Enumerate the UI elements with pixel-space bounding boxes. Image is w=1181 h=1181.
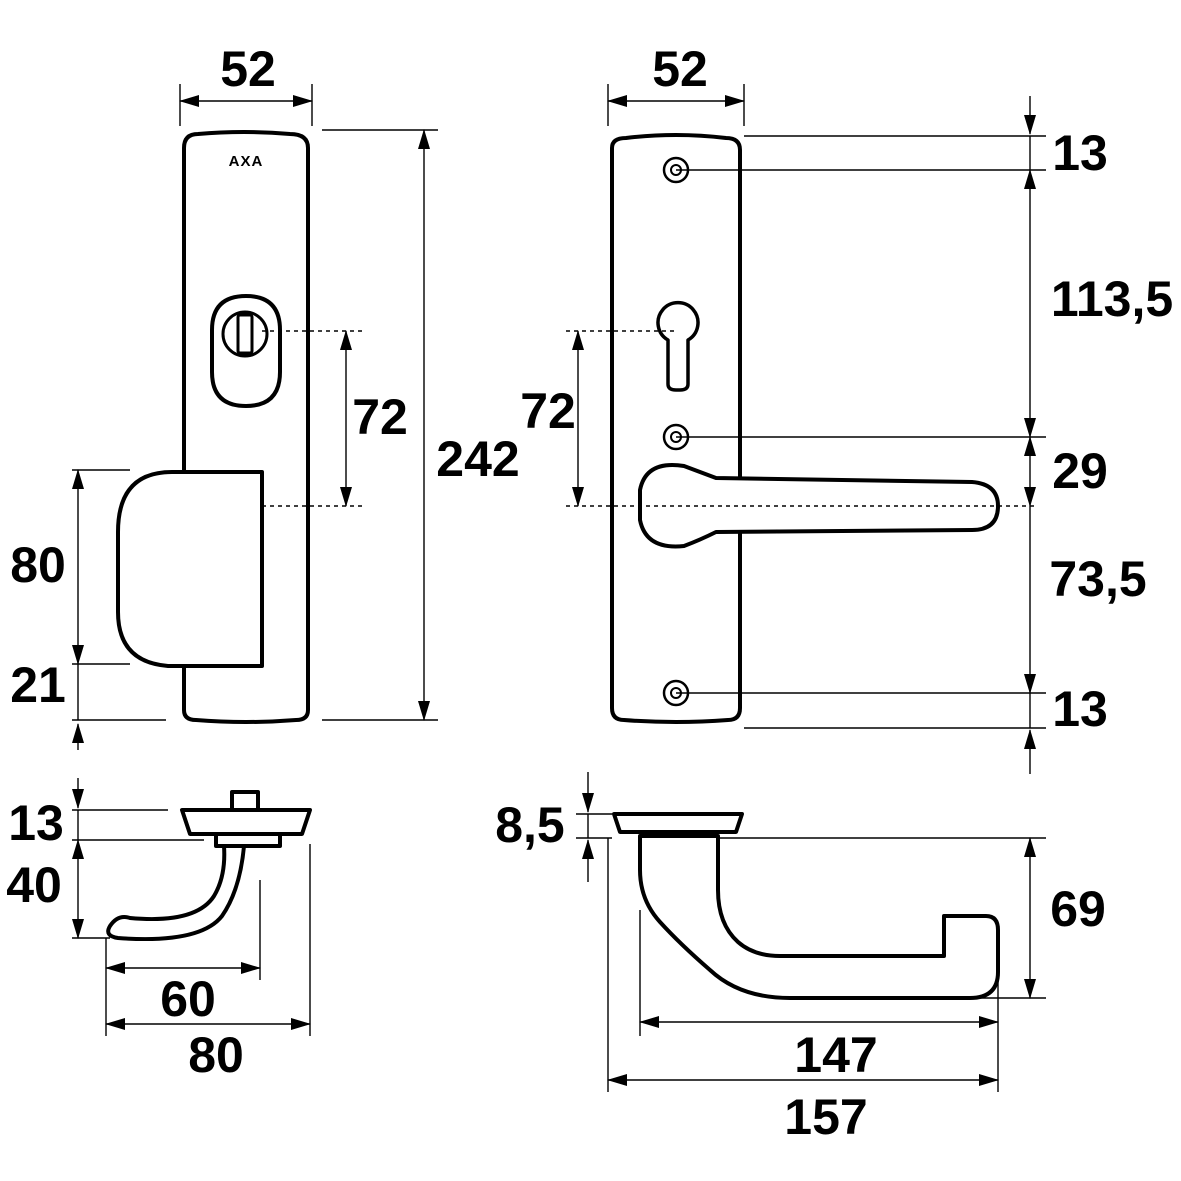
dim-right-side-rose: 8,5 — [495, 797, 565, 853]
dim-right-cyl-to-handle: 72 — [520, 383, 576, 439]
dim-right-top-margin: 13 — [1052, 125, 1108, 181]
dim-left-front-width: 52 — [220, 41, 276, 97]
right-side-rose — [612, 812, 744, 834]
dim-right-screw-to-screw: 113,5 — [1051, 271, 1173, 327]
dim-left-bottom-gap: 21 — [10, 657, 66, 713]
dim-right-screw-to-handle: 29 — [1052, 443, 1108, 499]
dim-right-handle-to-screw: 73,5 — [1049, 551, 1146, 607]
cylinder-slot — [236, 313, 254, 355]
left-side-rose — [180, 808, 312, 836]
fixed-knob — [116, 470, 264, 668]
dim-right-front-width: 52 — [652, 41, 708, 97]
dim-left-side-total: 80 — [188, 1027, 244, 1083]
euro-profile-keyhole — [656, 301, 700, 392]
left-side-neck — [214, 832, 282, 848]
lever-handle-profile — [638, 834, 1000, 1000]
left-side-knob-profile — [106, 844, 246, 942]
left-front-view: AXA 52 72 242 80 21 — [10, 41, 520, 750]
dim-left-cyl-to-handle: 72 — [352, 389, 408, 445]
dim-left-side-projection: 40 — [6, 857, 62, 913]
dim-left-side-reach: 60 — [160, 971, 216, 1027]
right-front-view: 52 13 113,5 72 29 73,5 13 — [520, 41, 1173, 774]
cylinder-turn-stub — [230, 790, 260, 812]
dim-right-side-handle-length: 147 — [794, 1027, 877, 1083]
right-side-view: 8,5 69 147 157 — [495, 772, 1106, 1145]
left-side-view: 13 40 60 80 — [6, 778, 312, 1083]
dim-right-bottom-margin: 13 — [1052, 681, 1108, 737]
dim-right-side-projection: 69 — [1050, 881, 1106, 937]
dim-left-total-height: 242 — [436, 431, 519, 487]
dim-left-knob-height: 80 — [10, 537, 66, 593]
dim-left-side-base: 13 — [8, 795, 64, 851]
dim-right-side-total: 157 — [784, 1089, 867, 1145]
axa-logo: AXA — [229, 153, 264, 170]
